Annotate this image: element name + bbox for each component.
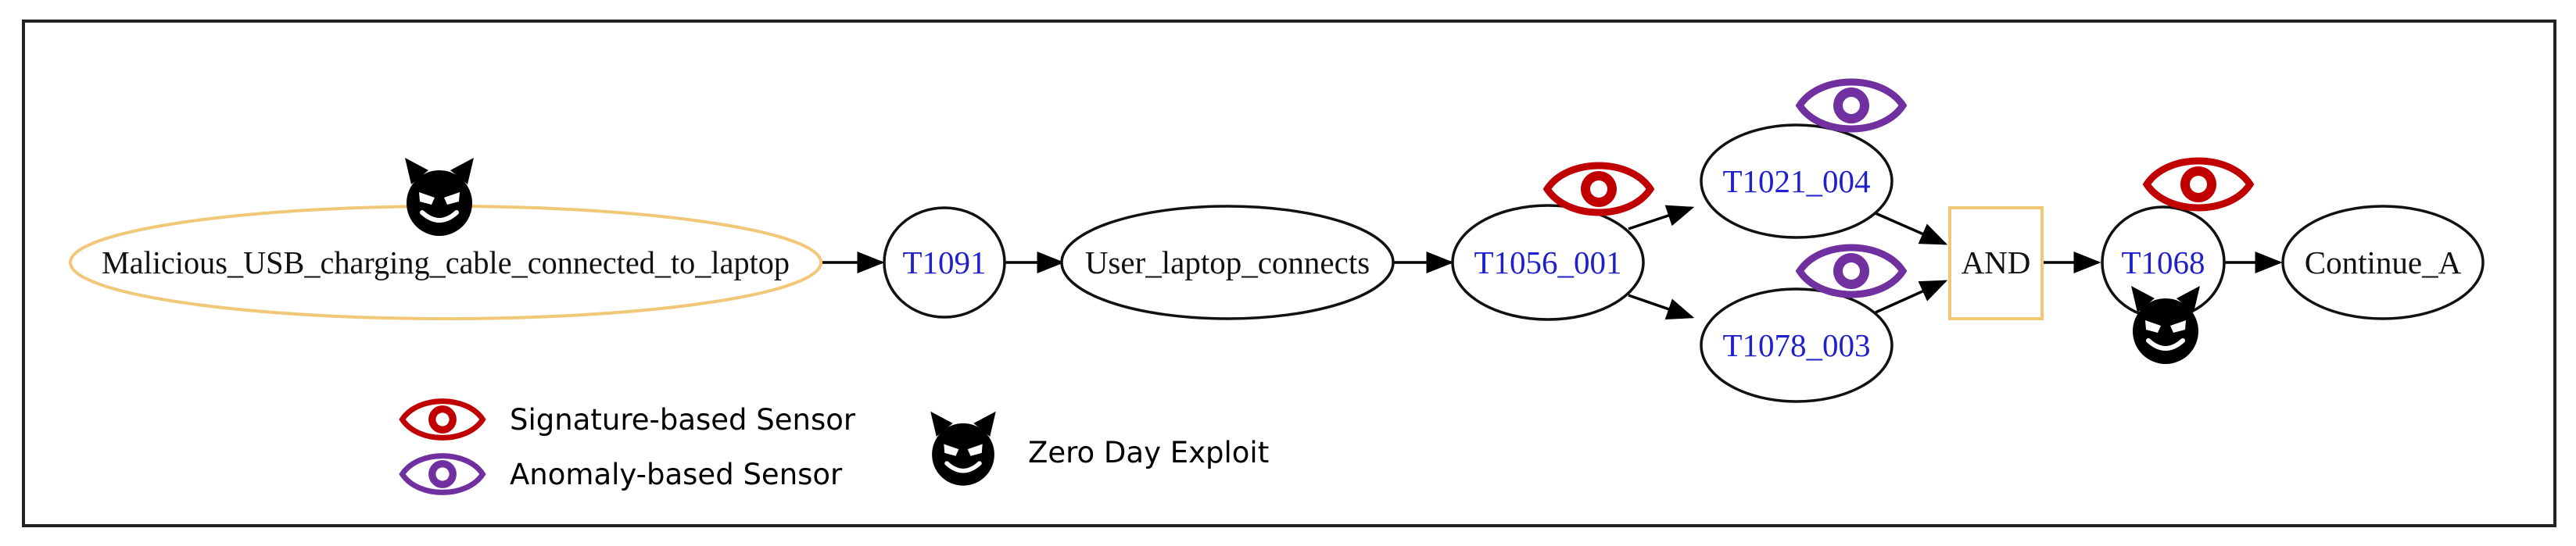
node-cont-shape: [2281, 205, 2485, 320]
node-user: User_laptop_connects: [1060, 205, 1395, 320]
node-t1056-label: T1056_001: [1474, 244, 1621, 280]
node-user-label: User_laptop_connects: [1085, 244, 1370, 280]
edge-t1056-t1078: [1628, 294, 1695, 319]
legend: Signature-based Sensor Anomaly-based Sen…: [403, 401, 1269, 493]
node-t1056-shape: [1451, 204, 1645, 321]
legend-anomaly-label: Anomaly-based Sensor: [510, 458, 843, 491]
eye-icon: [2147, 161, 2250, 208]
node-t1091: T1091: [883, 206, 1006, 319]
node-t1078: T1078_003: [1700, 287, 1893, 403]
eye-icon: [403, 456, 483, 493]
node-t1056: T1056_001: [1451, 204, 1645, 321]
legend-signature-label: Signature-based Sensor: [510, 403, 856, 437]
edges: [821, 205, 2283, 319]
eye-icon: [1547, 166, 1650, 212]
node-user-shape: [1060, 205, 1395, 320]
node-t1078-shape: [1700, 287, 1893, 403]
node-and: AND: [1948, 206, 2044, 320]
node-and-label: AND: [1962, 244, 2031, 280]
edge-t1021-and: [1875, 212, 1948, 245]
node-and-shape: [1948, 206, 2044, 320]
node-t1021-shape: [1700, 123, 1893, 239]
edge-t1078-and: [1875, 280, 1948, 314]
node-t1068-label: T1068: [2121, 244, 2205, 280]
node-start: Malicious_USB_charging_cable_connected_t…: [69, 205, 822, 320]
node-start-label: Malicious_USB_charging_cable_connected_t…: [102, 244, 790, 280]
node-t1021-label: T1021_004: [1722, 163, 1870, 199]
eye-icon: [1800, 82, 1903, 129]
node-cont: Continue_A: [2281, 205, 2485, 320]
eye-icon: [403, 401, 483, 438]
eye-icon: [1800, 248, 1903, 294]
node-t1021: T1021_004: [1700, 123, 1893, 239]
node-t1091-shape: [883, 206, 1006, 319]
node-cont-label: Continue_A: [2305, 244, 2462, 280]
node-t1091-label: T1091: [902, 244, 986, 280]
node-t1078-label: T1078_003: [1722, 327, 1870, 363]
legend-zero-day-label: Zero Day Exploit: [1028, 436, 1269, 469]
edge-t1056-t1021: [1628, 205, 1695, 230]
